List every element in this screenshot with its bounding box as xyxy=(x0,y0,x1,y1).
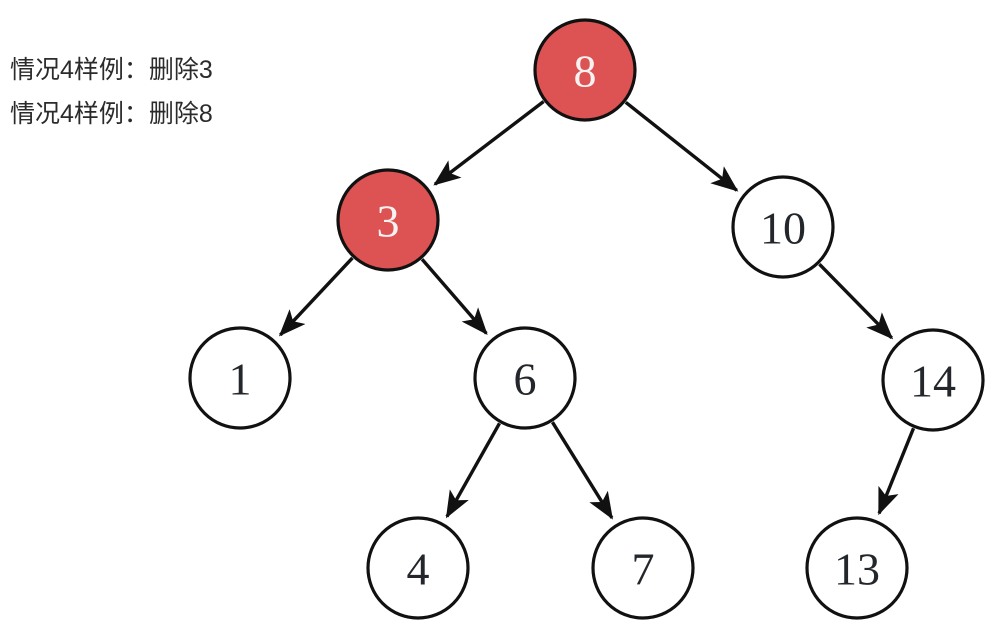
tree-nodes-layer: 8 3 10 1 6 14 4 7 13 xyxy=(188,18,985,620)
tree-edge-14-to-13 xyxy=(877,427,916,516)
tree-node-14[interactable]: 14 xyxy=(881,328,985,432)
node-circle-8[interactable] xyxy=(533,18,637,122)
node-label-10: 10 xyxy=(760,203,806,254)
node-label-1: 1 xyxy=(229,354,252,405)
tree-node-1[interactable]: 1 xyxy=(188,326,292,430)
tree-edge-10-to-14 xyxy=(818,262,894,340)
node-circle-13[interactable] xyxy=(805,516,909,620)
caption-line-1: 情况4样例：删除3 xyxy=(10,56,213,84)
caption-line-2: 情况4样例：删除8 xyxy=(10,100,213,128)
node-circle-3[interactable] xyxy=(336,168,440,272)
tree-edge-6-to-7 xyxy=(550,421,614,520)
tree-edge-8-to-3 xyxy=(433,100,545,186)
node-circle-1[interactable] xyxy=(188,326,292,430)
node-label-7: 7 xyxy=(632,544,655,595)
node-circle-7[interactable] xyxy=(591,516,695,620)
node-circle-14[interactable] xyxy=(881,328,985,432)
tree-edges-layer xyxy=(278,100,916,520)
tree-node-4[interactable]: 4 xyxy=(366,516,470,620)
tree-node-10[interactable]: 10 xyxy=(731,175,835,279)
tree-edge-8-to-10 xyxy=(624,100,739,192)
node-circle-4[interactable] xyxy=(366,516,470,620)
node-label-8: 8 xyxy=(574,46,597,97)
tree-edge-3-to-6 xyxy=(420,258,488,335)
tree-node-13[interactable]: 13 xyxy=(805,516,909,620)
tree-node-8[interactable]: 8 xyxy=(533,18,637,122)
node-label-14: 14 xyxy=(910,356,956,407)
node-circle-6[interactable] xyxy=(473,326,577,430)
node-label-4: 4 xyxy=(407,544,430,595)
tree-edge-3-to-1 xyxy=(278,256,354,337)
tree-node-3[interactable]: 3 xyxy=(336,168,440,272)
node-label-3: 3 xyxy=(377,196,400,247)
node-circle-10[interactable] xyxy=(731,175,835,279)
tree-node-6[interactable]: 6 xyxy=(473,326,577,430)
tree-edge-6-to-4 xyxy=(445,422,501,519)
caption-block: 情况4样例：删除3 情况4样例：删除8 xyxy=(10,48,340,136)
node-label-13: 13 xyxy=(834,544,880,595)
tree-node-7[interactable]: 7 xyxy=(591,516,695,620)
node-label-6: 6 xyxy=(514,354,537,405)
